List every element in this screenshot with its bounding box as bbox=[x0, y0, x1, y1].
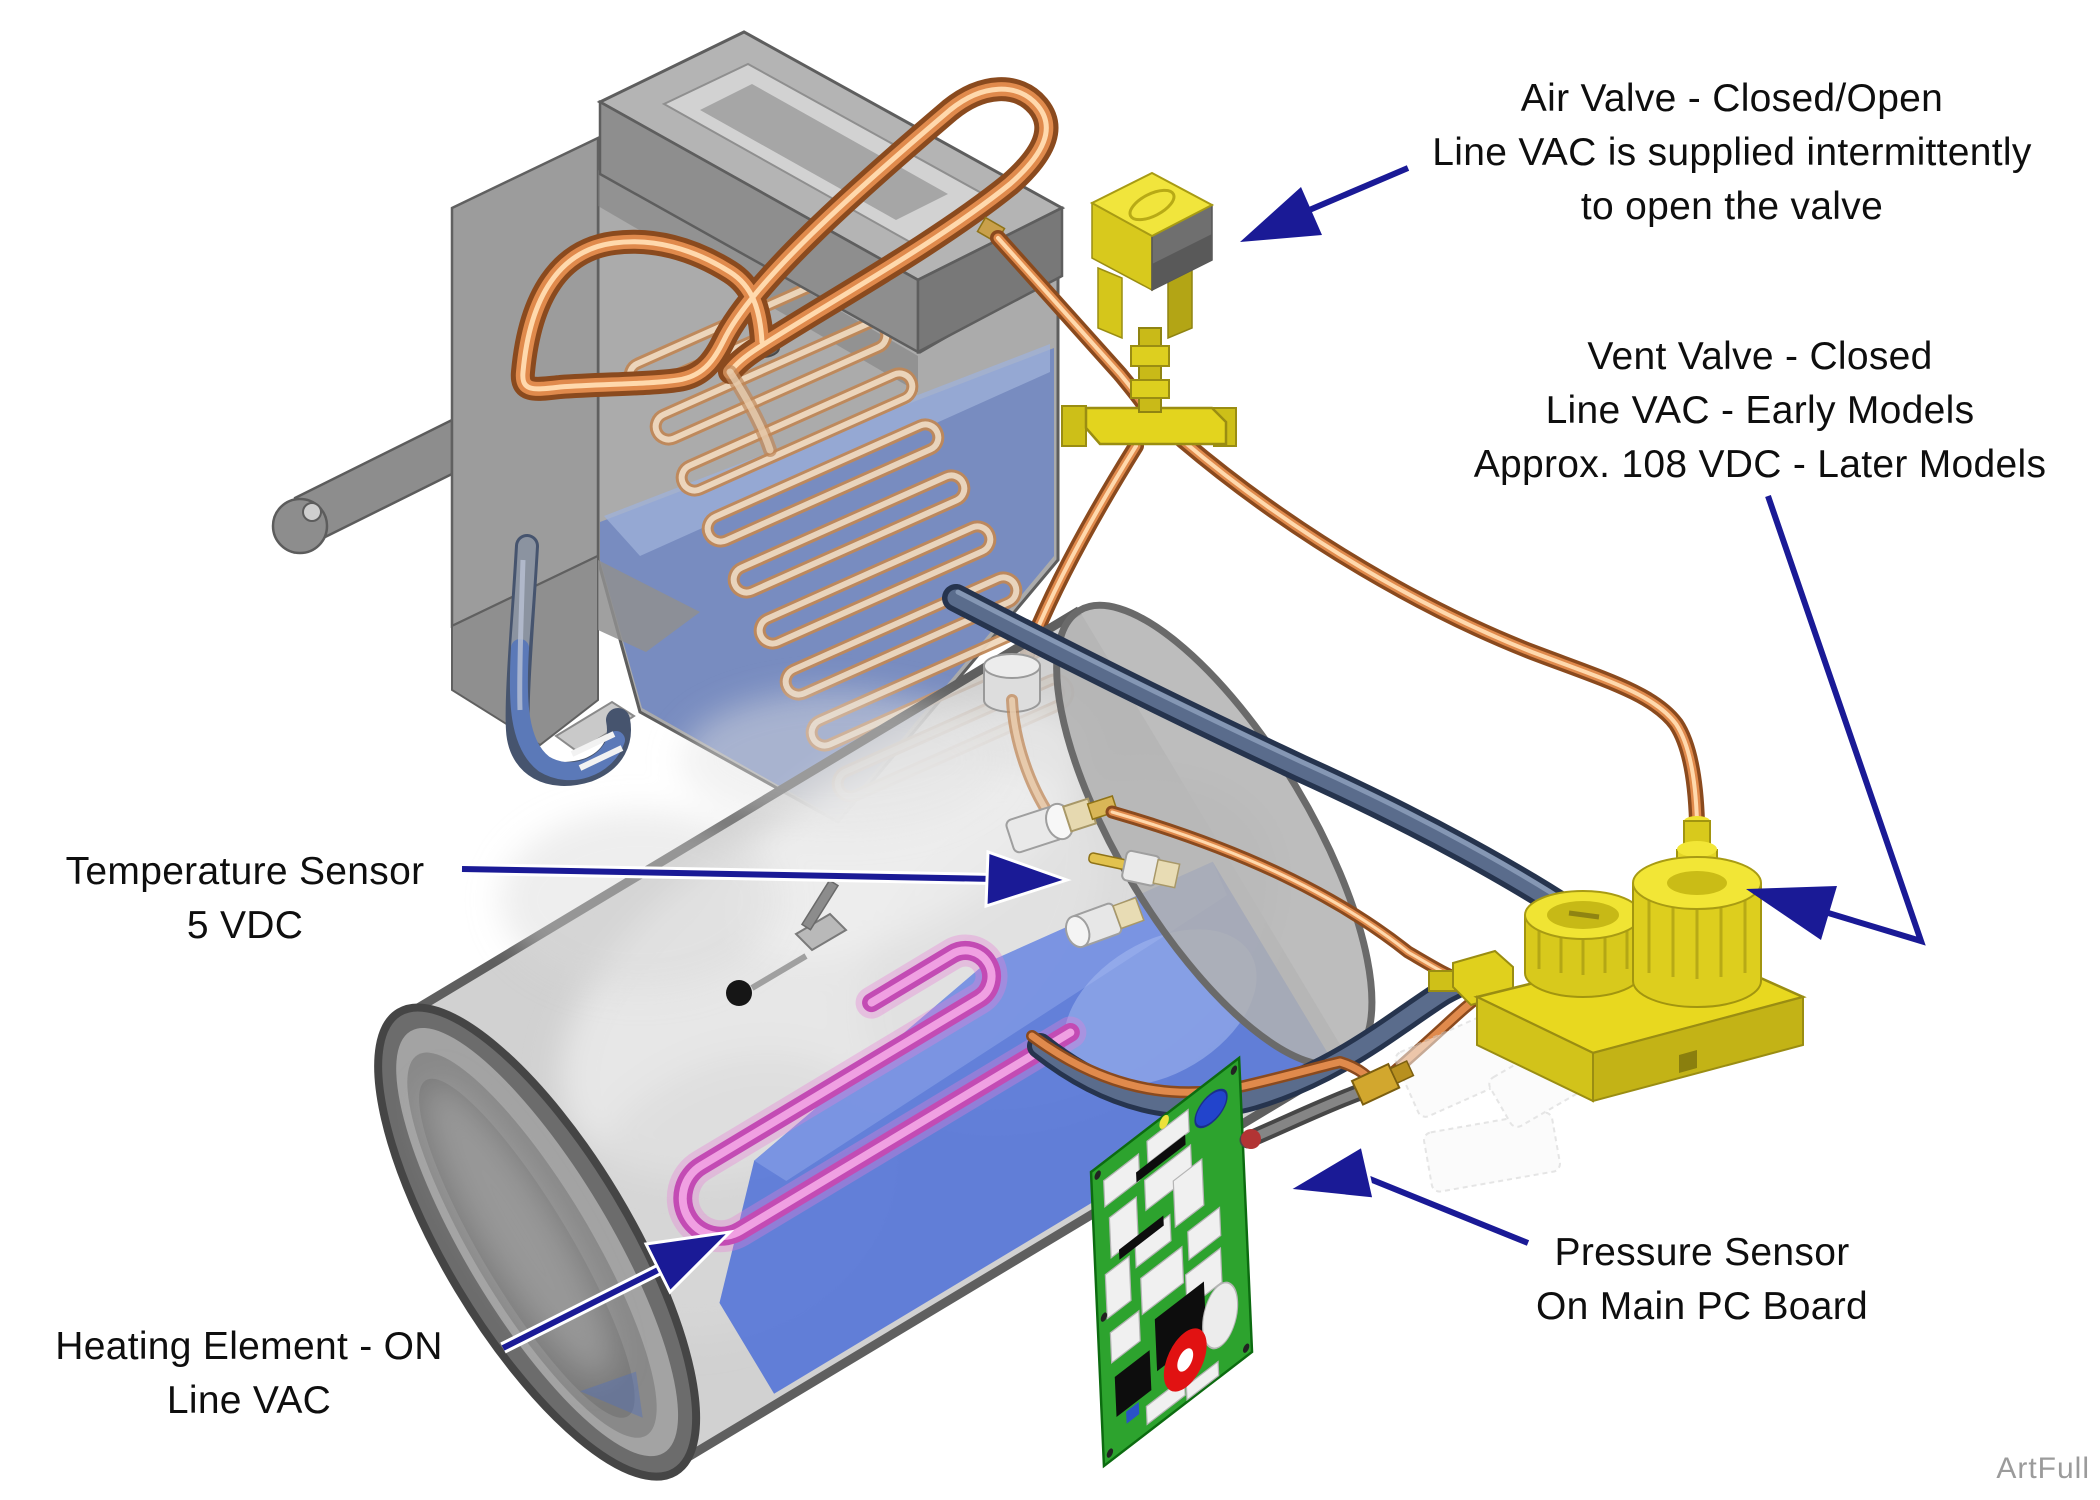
main-pc-board bbox=[1089, 1055, 1415, 1469]
reservoir-water-highlight bbox=[604, 344, 1050, 556]
pressure-sensor-arrow bbox=[1283, 1143, 1531, 1249]
chamber-top-port bbox=[983, 653, 1041, 713]
pressure-sensor-cable bbox=[1239, 1060, 1415, 1149]
reservoir-fill-tube bbox=[505, 534, 631, 786]
hose-clamp bbox=[570, 731, 624, 771]
air-valve-label: Air Valve - Closed/Open Line VAC is supp… bbox=[1432, 77, 2032, 228]
temperature-sensor-arrow bbox=[461, 849, 1072, 909]
tube-tee-to-vent-valve bbox=[1174, 432, 1705, 830]
vent-valve bbox=[1428, 816, 1807, 1103]
heating-element-arrow bbox=[500, 1229, 735, 1354]
air-valve-arrow bbox=[1240, 165, 1410, 242]
pcb-holes bbox=[1094, 1065, 1250, 1458]
external-copper-loop bbox=[510, 77, 1059, 457]
reservoir-bracket bbox=[271, 417, 454, 555]
vent-valve-label: Vent Valve - Closed Line VAC - Early Mod… bbox=[1473, 335, 2047, 486]
reservoir-water bbox=[600, 348, 1054, 818]
pressure-sensor-label: Pressure Sensor On Main PC Board bbox=[1535, 1231, 1869, 1328]
water-reservoir bbox=[271, 30, 1072, 824]
temperature-sensor-label: Temperature Sensor 5 VDC bbox=[65, 850, 425, 947]
reservoir-shelf bbox=[598, 560, 700, 652]
chamber-fitting-lower bbox=[1064, 896, 1145, 949]
tube-chamber-to-vent bbox=[1105, 805, 1469, 987]
chamber-front-rim bbox=[374, 1003, 701, 1481]
watermark: ArtFull bbox=[1996, 1452, 2090, 1485]
annotation-arrows bbox=[461, 165, 1926, 1354]
chamber-fitting-upper bbox=[1005, 795, 1119, 854]
chamber-bracket bbox=[726, 879, 848, 1006]
temperature-sensor-fitting bbox=[1088, 849, 1181, 889]
pcb-components bbox=[1103, 1108, 1223, 1426]
heating-element-label: Heating Element - ON Line VAC bbox=[55, 1325, 443, 1422]
pcb-ics bbox=[1114, 1134, 1207, 1418]
air-valve-tee bbox=[1084, 406, 1228, 446]
steam-mist bbox=[500, 690, 1000, 990]
pcb-capacitor bbox=[1194, 1088, 1228, 1129]
hose-reservoir-to-vent bbox=[942, 584, 1602, 938]
steam-chamber bbox=[374, 601, 1376, 1481]
air-valve bbox=[1061, 171, 1237, 447]
brass-fitting bbox=[1350, 1060, 1415, 1106]
vent-valve-cylinder-right bbox=[1632, 816, 1762, 1008]
vent-valve-arrow bbox=[1746, 495, 1926, 946]
vent-valve-cylinder-left bbox=[1524, 890, 1642, 998]
